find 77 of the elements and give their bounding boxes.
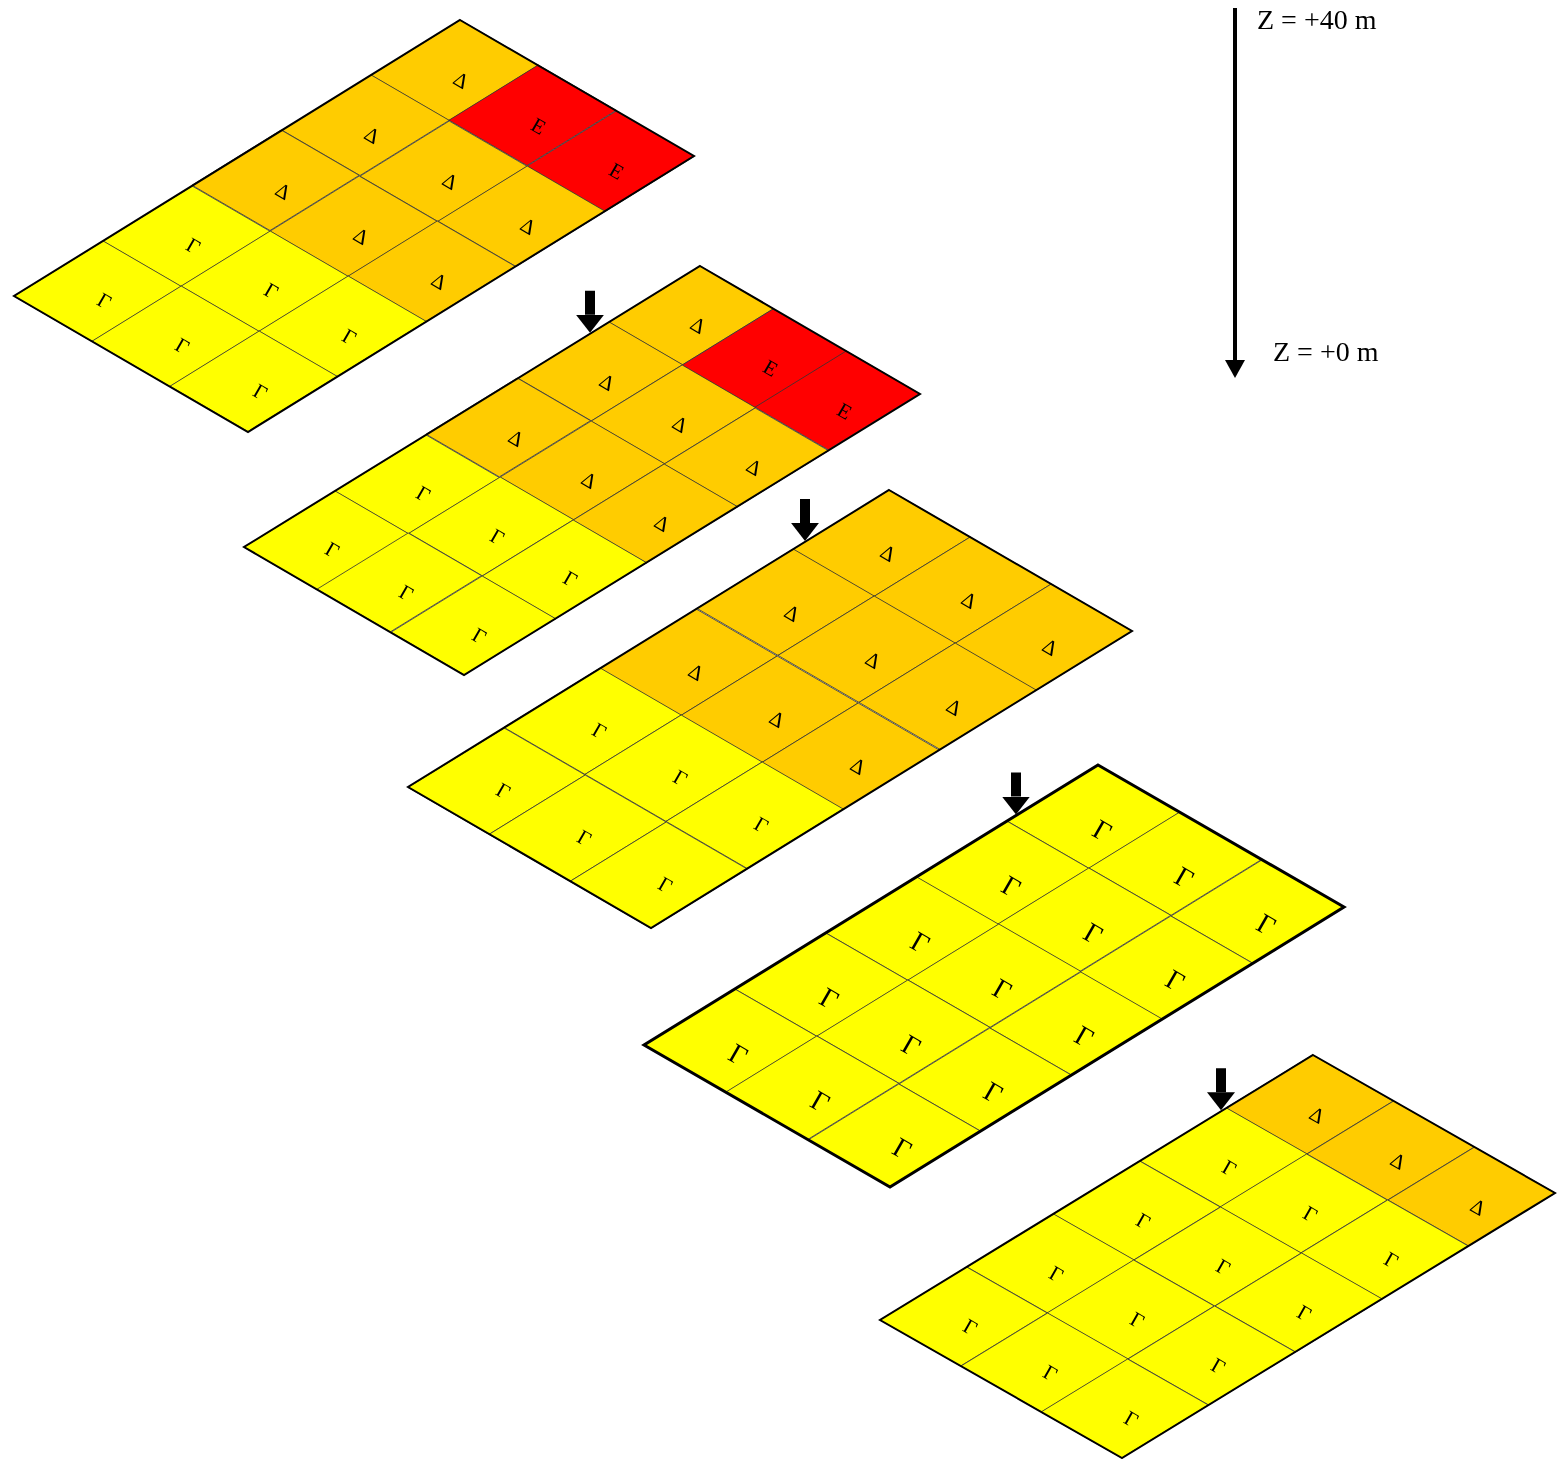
cell-symbol: E bbox=[760, 356, 782, 381]
cell-symbol: Γ bbox=[1039, 1360, 1061, 1386]
cell-symbol: Γ bbox=[669, 766, 691, 791]
cell-symbol: Γ bbox=[492, 779, 514, 804]
cell-symbol: Γ bbox=[1380, 1247, 1402, 1273]
cell-symbol: Γ bbox=[959, 1314, 981, 1340]
cell-symbol: Γ bbox=[996, 870, 1025, 903]
cell-symbol: Δ bbox=[450, 68, 473, 94]
cell-symbol: Δ bbox=[438, 168, 462, 194]
cell-symbol: Δ bbox=[504, 425, 527, 451]
cell-symbol: Γ bbox=[395, 581, 417, 606]
cell-symbol: Γ bbox=[988, 973, 1017, 1007]
axis-label: Z = +0 m bbox=[1273, 338, 1379, 366]
cell-symbol: Δ bbox=[765, 707, 788, 732]
axis-label: Z = +40 m bbox=[1257, 6, 1377, 34]
cell-symbol: Γ bbox=[413, 482, 435, 507]
cell-symbol: Δ bbox=[686, 313, 709, 339]
cell-symbol: Γ bbox=[1045, 1261, 1067, 1287]
cell-symbol: Γ bbox=[559, 567, 581, 592]
cell-symbol: E bbox=[528, 113, 550, 139]
cell-symbol: Γ bbox=[1299, 1201, 1321, 1227]
cell-symbol: Δ bbox=[427, 269, 450, 295]
cell-symbol: Δ bbox=[271, 178, 294, 204]
cell-symbol: Γ bbox=[321, 538, 343, 563]
cell-symbol: Γ bbox=[1087, 814, 1116, 847]
cell-symbol: Δ bbox=[1039, 635, 1062, 661]
cell-symbol: Γ bbox=[588, 719, 610, 744]
cell-symbol: Γ bbox=[486, 525, 508, 550]
cell-symbol: E bbox=[606, 159, 628, 184]
cell-symbol: Γ bbox=[182, 234, 204, 259]
cell-symbol: Γ bbox=[1213, 1254, 1235, 1280]
cell-symbol: Γ bbox=[1219, 1155, 1240, 1181]
cell-symbol: Γ bbox=[93, 289, 115, 314]
cell-symbol: Δ bbox=[958, 588, 981, 614]
cell-symbol: Γ bbox=[171, 334, 193, 359]
cell-symbol: Γ bbox=[338, 324, 360, 350]
cell-symbol: Δ bbox=[1467, 1194, 1490, 1220]
cell-symbol: Γ bbox=[750, 813, 772, 838]
cell-symbol: Δ bbox=[846, 754, 869, 779]
cell-symbol: Γ bbox=[260, 279, 282, 304]
cell-symbol: Δ bbox=[1386, 1148, 1409, 1174]
cell-symbol: Γ bbox=[468, 623, 490, 649]
cell-symbol: Δ bbox=[942, 694, 966, 720]
cell-symbol: Δ bbox=[349, 224, 372, 249]
cell-symbol: Δ bbox=[516, 214, 540, 240]
cell-symbol: Γ bbox=[1132, 1208, 1154, 1234]
cell-symbol: Δ bbox=[742, 455, 765, 480]
cell-symbol: Γ bbox=[1207, 1353, 1229, 1379]
cell-symbol: Γ bbox=[249, 380, 271, 405]
cell-symbol: Γ bbox=[724, 1038, 753, 1071]
cell-symbol: Γ bbox=[1078, 917, 1107, 951]
cell-symbol: Γ bbox=[1120, 1406, 1142, 1432]
cell-symbol: Δ bbox=[577, 468, 600, 494]
cell-symbol: Γ bbox=[573, 826, 595, 851]
cell-symbol: Γ bbox=[1293, 1300, 1315, 1326]
cell-symbol: Δ bbox=[360, 123, 384, 149]
cell-symbol: Δ bbox=[684, 660, 707, 685]
cell-symbol: Γ bbox=[1070, 1021, 1099, 1054]
cell-symbol: Δ bbox=[780, 600, 804, 626]
cell-symbol: Γ bbox=[906, 926, 935, 959]
cell-symbol: Γ bbox=[1251, 909, 1280, 942]
cell-symbol: Δ bbox=[1305, 1102, 1328, 1128]
cell-symbol: Γ bbox=[815, 982, 844, 1015]
cell-symbol: Γ bbox=[806, 1085, 835, 1119]
cell-symbol: Γ bbox=[979, 1077, 1008, 1110]
cell-symbol: E bbox=[833, 398, 855, 424]
cell-symbol: Δ bbox=[595, 369, 618, 395]
cell-symbol: Γ bbox=[888, 1133, 917, 1166]
cell-symbol: Δ bbox=[861, 647, 885, 673]
cell-symbol: Γ bbox=[1160, 965, 1189, 998]
cell-symbol: Γ bbox=[1126, 1307, 1148, 1333]
cell-symbol: Δ bbox=[650, 511, 674, 537]
cell-symbol: Γ bbox=[897, 1029, 926, 1063]
cell-symbol: Δ bbox=[668, 412, 692, 438]
cell-symbol: Γ bbox=[654, 873, 676, 898]
cell-symbol: Γ bbox=[1169, 861, 1198, 895]
cell-symbol: Δ bbox=[877, 541, 900, 567]
